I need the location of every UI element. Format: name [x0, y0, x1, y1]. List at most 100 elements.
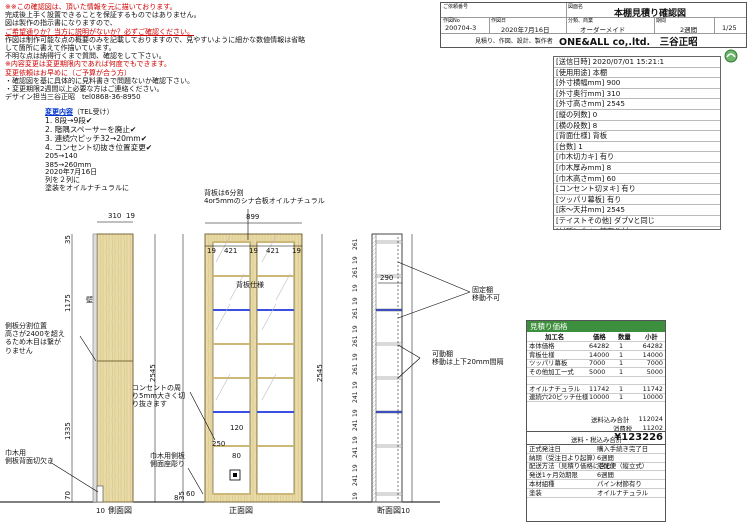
shelf-pin-hole: [397, 437, 399, 439]
glass-reflection: [229, 273, 245, 301]
section-spacing-dim: 19: [352, 297, 359, 306]
outlet-leader: [189, 391, 216, 441]
date-note-line-1: 列を２列に: [45, 176, 80, 185]
spec-item: [材種] パイン節有り材: [554, 227, 720, 230]
drawing-date-label: 作図日: [491, 18, 507, 24]
shelf: [257, 275, 294, 277]
section-spacing-dim: 261: [352, 238, 359, 250]
skirting-leader: [49, 461, 99, 493]
change-item: 205→140: [45, 152, 78, 161]
quote-cell-qty: 1: [619, 342, 624, 350]
fixed-shelf-leader-2: [397, 261, 471, 293]
shelf-pin-hole: [397, 345, 399, 347]
back-spec-label: 背板仕様: [236, 281, 264, 289]
spec-rows: [送信日時] 2020/07/01 15:21:1[使用用途] 本棚[外寸横幅m…: [554, 57, 720, 230]
quote-extra-label: 発送1ヶ月効期限: [529, 471, 578, 480]
movable-shelf-note-1: 移動は上下20mm間隔: [432, 358, 504, 367]
shelf-pin-hole: [397, 485, 399, 487]
section-shelf: [375, 376, 403, 380]
quote-extra-value: 宅配便（縦立式）: [597, 462, 649, 471]
dim-outlet-w: 250: [212, 440, 226, 448]
shelf-pin-hole: [397, 313, 399, 315]
shelf-pin-hole: [397, 469, 399, 471]
section-shelf: [375, 274, 403, 278]
shelf-pin-hole: [397, 393, 399, 395]
shelf-pin-hole: [397, 309, 399, 311]
side-board-leader: [79, 335, 97, 362]
skirting-note-1: 側板背面切欠き: [5, 457, 54, 466]
shelf-pin-hole: [397, 433, 399, 435]
spec-item: [縦の列数] 0: [554, 110, 720, 121]
shelf-pin-hole: [397, 249, 399, 251]
dim-section-depth: 290: [380, 274, 394, 282]
outlet-socket: [233, 473, 237, 477]
shelf-pin-hole: [397, 333, 399, 335]
section-shelf: [375, 492, 403, 496]
dim-inner-right: 19: [292, 247, 301, 255]
quote-cell-price: 11742: [589, 384, 610, 393]
section-spacing-dim: 19: [352, 436, 359, 445]
shelf-pin-hole: [397, 409, 399, 411]
skirting-note: 巾木用 側板背面切欠き: [5, 449, 54, 465]
section-spacing-dim: 241: [352, 446, 359, 459]
change-item: 4. コンセント切抜き位置変更✔: [45, 143, 153, 153]
glass-reflection: [215, 373, 231, 401]
glass-reflection: [215, 303, 231, 331]
fixed-shelf: [257, 411, 294, 413]
section-spacing-dim: 261: [352, 335, 359, 348]
outlet-note-2: り抜きます: [132, 400, 167, 409]
note-line: ※内容変更は変更期限内であれば何度でもできます。: [5, 60, 171, 69]
period-cell: 期間 2週間: [654, 17, 715, 34]
spec-item: [外寸高さmm] 2545: [554, 99, 720, 110]
shelf: [257, 445, 294, 447]
shelf-pin-hole: [397, 285, 399, 287]
section-spacing-dim: 19: [352, 492, 359, 500]
spec-item: [背面仕様] 背板: [554, 131, 720, 142]
quote-cell-subtotal: 10000: [642, 393, 663, 401]
shelf-pin-hole: [397, 265, 399, 267]
quote-cell-name: その他加工一式: [529, 367, 574, 376]
dim-base-60: 60: [186, 490, 195, 498]
notes-block: ※※この確認図は、頂いた情報を元に描いております。完成後上手く設置できることを保…: [5, 3, 375, 101]
shelf-pin-hole: [397, 457, 399, 459]
company-name: ONE&ALL co,.ltd. 三谷正昭: [559, 37, 698, 48]
shelf-pin-hole: [397, 361, 399, 363]
section-spacing-dim: 19: [352, 283, 359, 292]
quote-cell-subtotal: 64282: [642, 342, 663, 350]
shelf-pin-hole: [397, 401, 399, 403]
quote-extra-row: 納期（受注日より起算）6週間: [527, 454, 665, 463]
quote-cell-subtotal: 5000: [646, 367, 663, 376]
order-no-label: ご依頼番号: [443, 4, 469, 10]
spec-item: [台数] 1: [554, 142, 720, 153]
quote-cell-subtotal: 11742: [642, 384, 663, 393]
quote-cell-price: 14000: [589, 350, 610, 359]
shelf-pin-hole: [397, 445, 399, 447]
shelf-pin-hole: [397, 245, 399, 247]
shelf-pin-hole: [397, 289, 399, 291]
side-board-note: 側板分割位置 高さが2400を超え るため木目は繋が りません: [5, 322, 65, 355]
fixed-shelf: [213, 309, 250, 311]
spec-item: [巾木切カキ] 有り: [554, 152, 720, 163]
wall-label: 壁: [86, 296, 93, 304]
side-board-note-2: るため木目は繋が: [5, 338, 61, 347]
shelf-pin-hole: [397, 353, 399, 355]
drawing-no: 200704-3: [445, 24, 477, 32]
quote-cell-price: 7000: [589, 359, 606, 367]
side-notch: [96, 485, 104, 503]
front-view: [182, 222, 323, 503]
quote-col-subtotal: 小計: [645, 333, 658, 341]
shelf-pin-hole: [397, 477, 399, 479]
shelf-pin-hole: [397, 481, 399, 483]
quote-extra-row: 正式発注日購入手続き完了日: [527, 445, 665, 454]
quote-extra-value: パイン材節有り: [597, 479, 642, 488]
shelf-pin-hole: [397, 325, 399, 327]
section-shelf: [375, 240, 403, 244]
quote-cell-qty: 1: [619, 350, 624, 359]
shelf-pin-hole: [397, 465, 399, 467]
back-board-note-0: 背板は6分割: [204, 189, 244, 197]
